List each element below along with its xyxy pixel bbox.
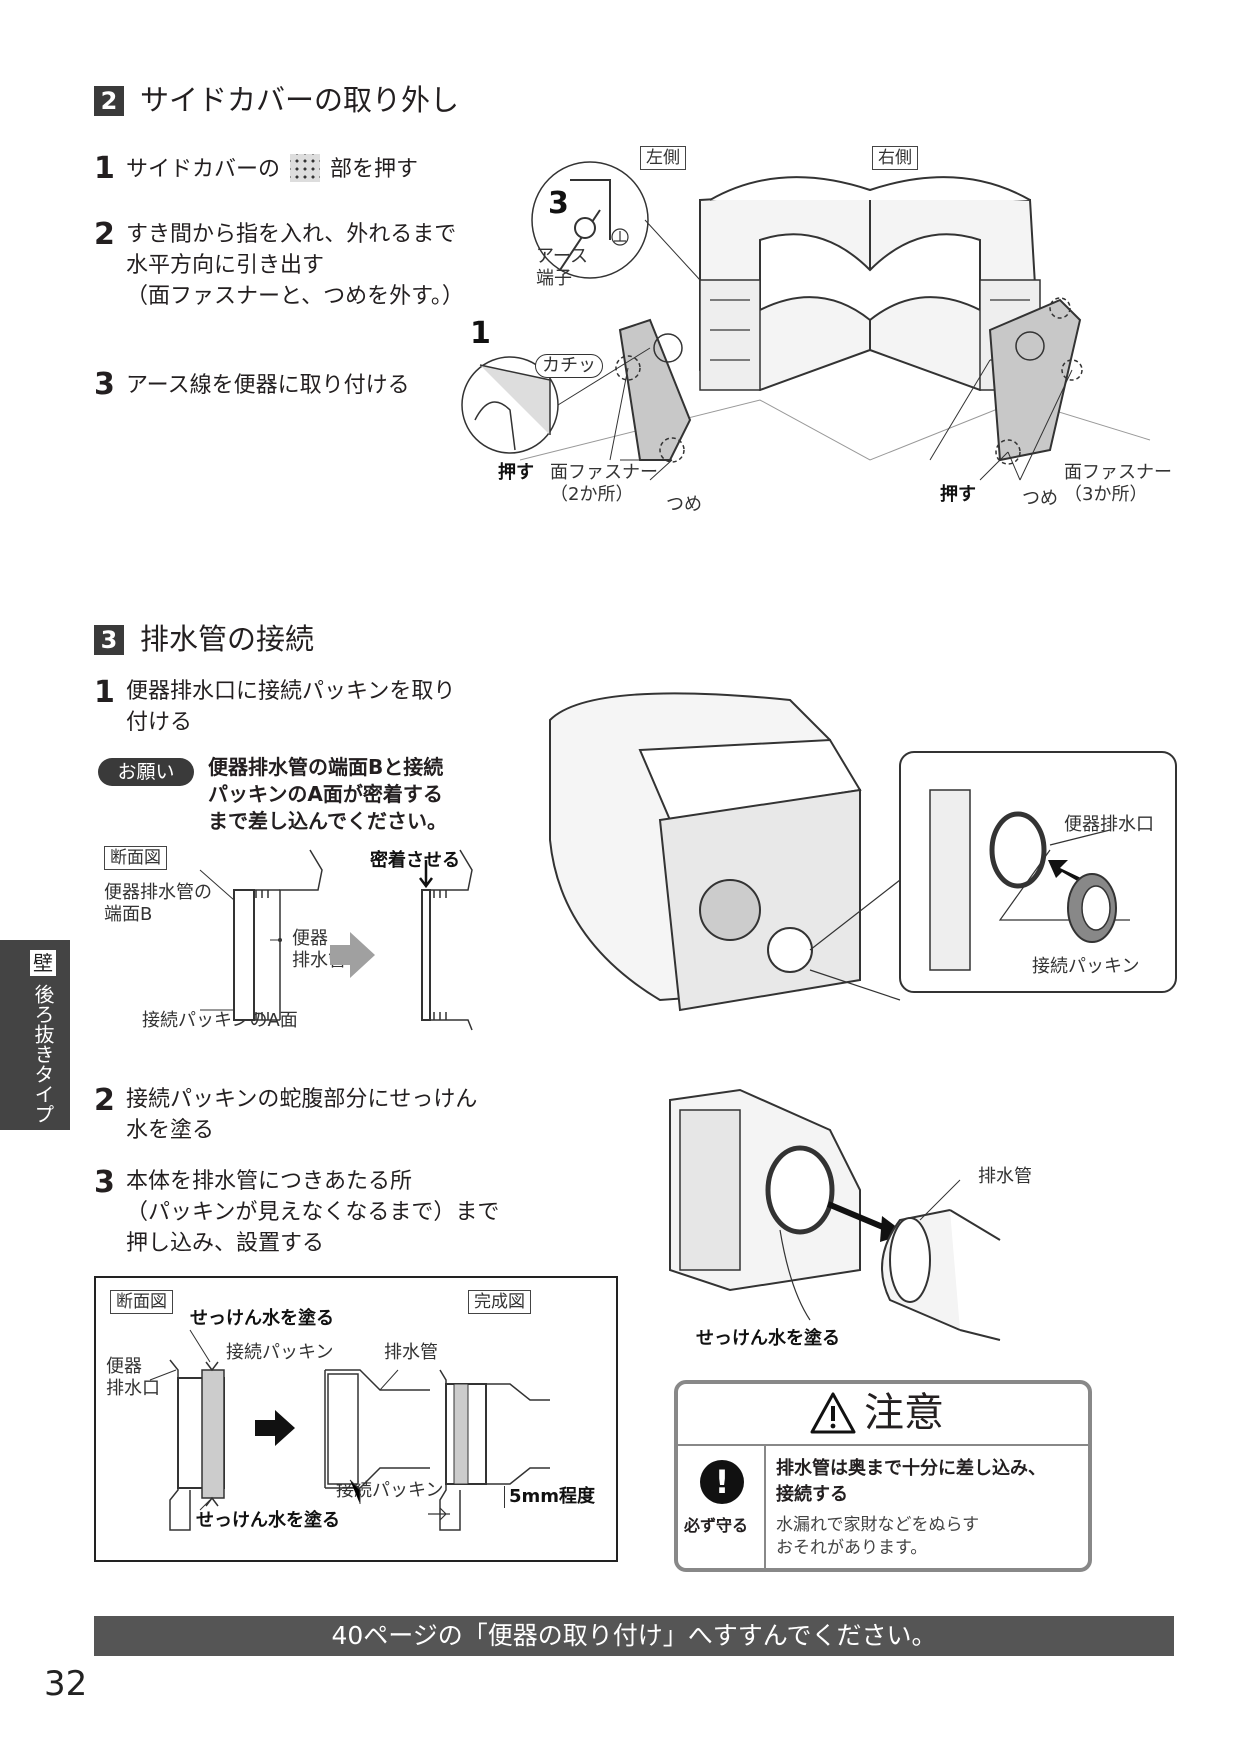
side-tab: 壁 後ろ抜きタイプ: [0, 940, 70, 1130]
section-view-tag-1: 断面図: [104, 846, 167, 870]
side-cover-illustration: [461, 161, 1151, 481]
right-side-tag: 右側: [872, 146, 918, 170]
s2-step3-text: アース線を便器に取り付ける: [126, 373, 410, 398]
pipe-connection-section-diagram: [149, 1329, 550, 1531]
callout-1: 1: [470, 316, 491, 351]
soap-bottom-label: せっけん水を塗る: [196, 1510, 340, 1531]
exclamation-icon: !: [700, 1460, 744, 1504]
claw-right-label: つめ: [1022, 488, 1058, 509]
must-label: 必ず守る: [684, 1516, 749, 1535]
side-tab-text: 後ろ抜きタイプ: [31, 984, 55, 1124]
request-text: 便器排水管の端面Bと接続 パッキンのA面が密着する まで差し込んでください。: [208, 755, 447, 833]
end-b-label: 便器排水管の 端面B: [104, 882, 212, 925]
warning-triangle-icon: [810, 1392, 856, 1434]
contact-label: 密着させる: [370, 850, 460, 871]
s3-step1-text: 便器排水口に接続パッキンを取り 付ける: [126, 679, 456, 735]
push-left-label: 押す: [498, 462, 534, 483]
s3-step3-num: 3: [94, 1165, 115, 1200]
section3-title: 排水管の接続: [140, 622, 315, 656]
caution-header: 注意: [678, 1384, 1088, 1446]
left-side-tag: 左側: [640, 146, 686, 170]
claw-left-label: つめ: [666, 494, 702, 515]
request-badge: お願い: [98, 758, 194, 786]
s2-step1-text: サイドカバーの 部を押す: [126, 154, 418, 185]
s3-step1-num: 1: [94, 675, 115, 710]
next-page-banner: 40ページの「便器の取り付け」へすすんでください。: [94, 1616, 1174, 1656]
s3-step2-num: 2: [94, 1083, 115, 1118]
section3-number: 3: [94, 625, 124, 655]
page-number: 32: [44, 1664, 88, 1704]
click-sound-bubble: カチッ: [535, 354, 603, 378]
face-a-label: 接続パッキンのA面: [142, 1010, 298, 1031]
gap-label: 5mm程度: [504, 1486, 595, 1508]
outlet-label-box: 便器 排水口: [106, 1356, 160, 1399]
must-column: ! 必ず守る: [678, 1446, 766, 1568]
packing-section-diagram: [199, 849, 473, 1031]
s3-step2-text: 接続パッキンの蛇腹部分にせっけん 水を塗る: [126, 1087, 478, 1143]
caution-box: 注意 ! 必ず守る 排水管は奥まで十分に差し込み、 接続する 水漏れで家財などを…: [674, 1380, 1092, 1572]
caution-normal-text: 水漏れで家財などをぬらす おそれがあります。: [776, 1515, 980, 1558]
toilet-pipe-label: 便器 排水管: [292, 928, 346, 971]
packing-label: 接続パッキン: [1032, 956, 1140, 977]
s2-step2-num: 2: [94, 217, 115, 252]
s3-step3-text: 本体を排水管につきあたる所 （パッキンが見えなくなるまで）まで 押し込み、設置す…: [126, 1169, 500, 1256]
section2-title: サイドカバーの取り外し: [140, 83, 460, 117]
s2-step3-num: 3: [94, 367, 115, 402]
toilet-drain-illustration: [549, 692, 1177, 1012]
packing-top-label: 接続パッキン: [226, 1342, 334, 1363]
fastener-left-label: 面ファスナー （2か所）: [550, 462, 658, 505]
s2-step1-num: 1: [94, 151, 115, 186]
dotted-press-area-icon: [290, 154, 321, 182]
fastener-right-label: 面ファスナー （3か所）: [1064, 462, 1172, 505]
drain-pipe-label-fig: 排水管: [978, 1166, 1032, 1187]
section2-number: 2: [94, 86, 124, 116]
caution-bold-text: 排水管は奥まで十分に差し込み、 接続する: [776, 1458, 1046, 1505]
earth-terminal-label: アース 端子: [536, 246, 589, 289]
s2-step2-text: すき間から指を入れ、外れるまで 水平方向に引き出す （面ファスナーと、つめを外す…: [126, 222, 464, 309]
completed-view-tag: 完成図: [468, 1290, 531, 1314]
section-view-tag-2: 断面図: [110, 1290, 173, 1314]
drain-outlet-label: 便器排水口: [1064, 814, 1154, 835]
drain-pipe-insertion-illustration: [669, 1088, 1001, 1341]
soap-top-label: せっけん水を塗る: [190, 1308, 334, 1329]
caution-title: 注意: [864, 1390, 944, 1436]
drain-pipe-label-box: 排水管: [384, 1342, 438, 1363]
section-view-box: [94, 1276, 618, 1562]
side-tab-char: 壁: [30, 950, 56, 976]
callout-3: 3: [548, 186, 569, 221]
soap-label-fig: せっけん水を塗る: [696, 1328, 840, 1349]
push-right-label: 押す: [940, 484, 976, 505]
